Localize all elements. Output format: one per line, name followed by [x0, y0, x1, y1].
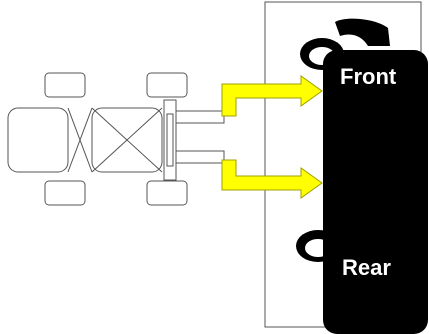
front-label: Front — [340, 64, 397, 89]
body-cross-line-2 — [67, 107, 93, 173]
rear-right-wheel — [146, 180, 188, 206]
rear-left-wheel — [146, 72, 188, 98]
rear-label: Rear — [342, 255, 391, 280]
upper-shaft — [175, 110, 225, 124]
axle-block — [323, 50, 428, 334]
body-cross-line-4 — [91, 107, 163, 173]
lower-arrow — [221, 159, 323, 199]
top-hook-shape — [335, 18, 390, 46]
front-body-block — [7, 107, 69, 173]
front-left-wheel — [44, 72, 86, 98]
rear-axle-inner — [166, 113, 174, 167]
vehicle-chassis — [7, 72, 225, 206]
transfer-arrows — [221, 75, 323, 199]
upper-arrow — [221, 75, 323, 117]
front-right-wheel — [44, 180, 86, 206]
lower-shaft — [175, 150, 225, 164]
